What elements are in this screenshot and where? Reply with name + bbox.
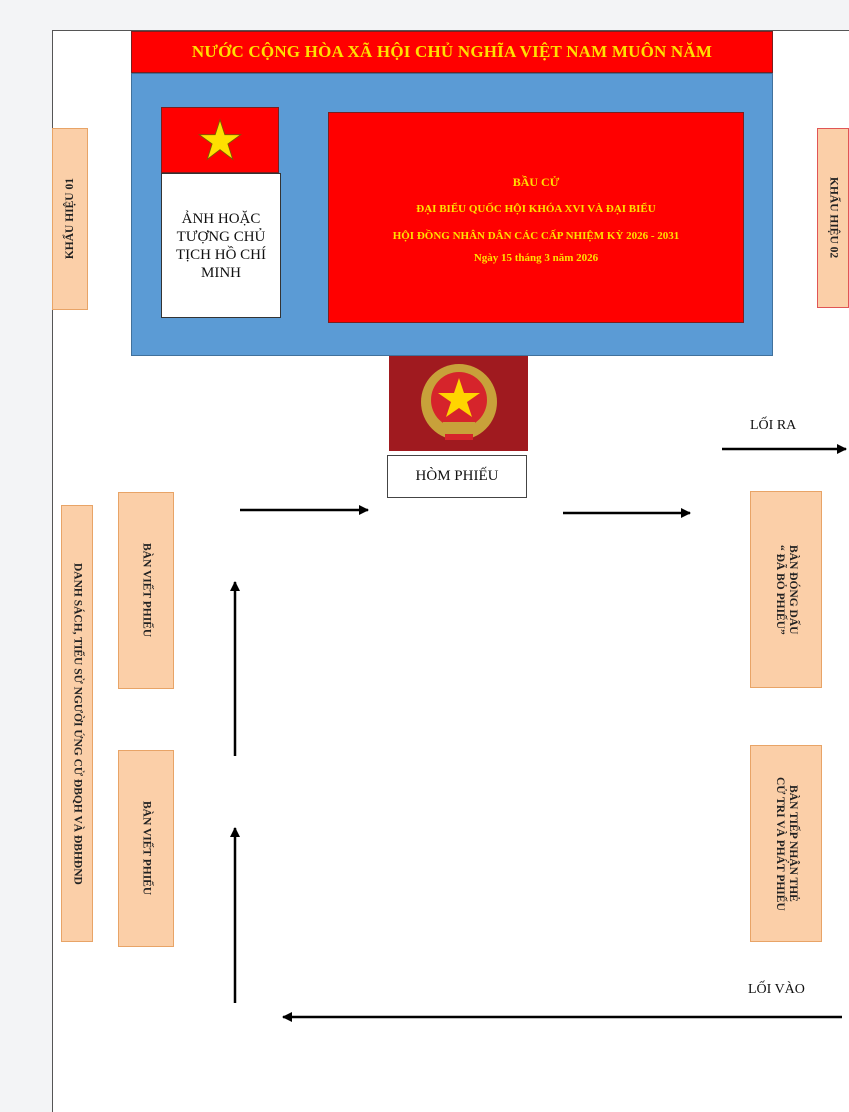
exit-label: LỐI RA (750, 418, 797, 433)
portrait-placeholder: ẢNH HOẶC TƯỢNG CHỦ TỊCH HỒ CHÍ MINH (161, 173, 281, 318)
election-title: BẦU CỬ (512, 175, 560, 189)
slogan-02-label: KHẨU HIỆU 02 (827, 177, 840, 259)
stamp-table: BÀN ĐÓNG DẤU “ ĐÃ BỎ PHIẾU” (750, 491, 822, 688)
writing-table-2-label: BÀN VIẾT PHIẾU (140, 801, 153, 896)
star-icon (198, 118, 242, 161)
election-line-1: ĐẠI BIỂU QUỐC HỘI KHÓA XVI VÀ ĐẠI BIỂU (416, 203, 656, 215)
reception-table-label: BÀN TIẾP NHẬN THẺ CỬ TRI VÀ PHÁT PHIẾU (774, 776, 799, 911)
ballot-box: HÒM PHIẾU (387, 455, 527, 498)
election-panel: BẦU CỬ ĐẠI BIỂU QUỐC HỘI KHÓA XVI VÀ ĐẠI… (328, 112, 744, 323)
candidate-list-label: DANH SÁCH, TIỂU SỬ NGƯỜI ỨNG CỬ ĐBQH VÀ … (71, 562, 84, 885)
national-flag (161, 107, 279, 173)
stamp-table-label: BÀN ĐÓNG DẤU “ ĐÃ BỎ PHIẾU” (774, 544, 799, 635)
reception-table: BÀN TIẾP NHẬN THẺ CỬ TRI VÀ PHÁT PHIẾU (750, 745, 822, 942)
writing-table-1-label: BÀN VIẾT PHIẾU (140, 543, 153, 638)
entrance-label: LỐI VÀO (748, 982, 805, 997)
candidate-list-board: DANH SÁCH, TIỂU SỬ NGƯỜI ỨNG CỬ ĐBQH VÀ … (61, 505, 93, 942)
slogan-banner: NƯỚC CỘNG HÒA XÃ HỘI CHỦ NGHĨA VIỆT NAM … (131, 31, 773, 73)
emblem-icon (420, 363, 497, 440)
election-date: Ngày 15 tháng 3 năm 2026 (473, 252, 599, 264)
writing-table-1: BÀN VIẾT PHIẾU (118, 492, 174, 689)
election-line-2: HỘI ĐỒNG NHÂN DÂN CÁC CẤP NHIỆM KỲ 2026 … (392, 230, 680, 242)
national-emblem (389, 356, 528, 451)
slogan-01: KHẨU HIỆU 01 (52, 128, 88, 310)
writing-table-2: BÀN VIẾT PHIẾU (118, 750, 174, 947)
